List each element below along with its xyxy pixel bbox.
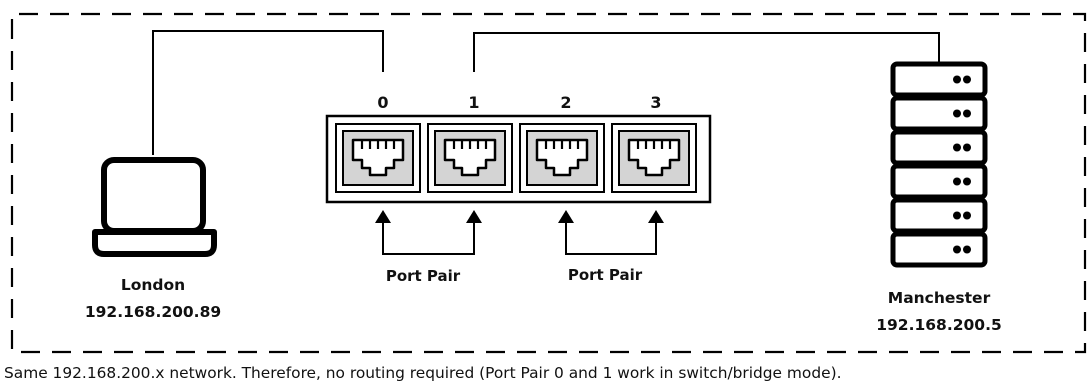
server-unit [890, 129, 988, 166]
server-icon [890, 61, 988, 268]
cable-port1-manchester [473, 32, 940, 72]
server-unit [890, 163, 988, 200]
server-unit [890, 197, 988, 234]
server-unit [890, 95, 988, 132]
rj45-jack-icon [627, 138, 681, 177]
ethernet-port-1 [427, 123, 513, 193]
port-number-2: 2 [560, 93, 571, 112]
server-unit [890, 231, 988, 268]
port-number-0: 0 [377, 93, 388, 112]
port-pair-bracket-2 [558, 210, 664, 255]
network-switch [325, 114, 712, 204]
port-pair-label-2: Port Pair [568, 266, 643, 284]
host-name-manchester: Manchester [888, 289, 991, 307]
network-boundary [10, 12, 1087, 354]
ethernet-port-2 [519, 123, 605, 193]
switch-ports [335, 123, 697, 193]
caption: Same 192.168.200.x network. Therefore, n… [4, 364, 842, 382]
rj45-jack-icon [351, 138, 405, 177]
port-pair-bracket-1 [375, 210, 482, 255]
port-number-3: 3 [650, 93, 661, 112]
port-pair-label-1: Port Pair [386, 267, 461, 285]
ethernet-port-3 [611, 123, 697, 193]
cable-london-port0 [152, 30, 384, 155]
rj45-jack-icon [535, 138, 589, 177]
ethernet-port-0 [335, 123, 421, 193]
host-ip-manchester: 192.168.200.5 [876, 316, 1002, 334]
host-ip-london: 192.168.200.89 [85, 303, 221, 321]
laptop-icon [92, 157, 217, 257]
host-name-london: London [121, 276, 185, 294]
server-unit [890, 61, 988, 98]
rj45-jack-icon [443, 138, 497, 177]
port-number-1: 1 [468, 93, 479, 112]
